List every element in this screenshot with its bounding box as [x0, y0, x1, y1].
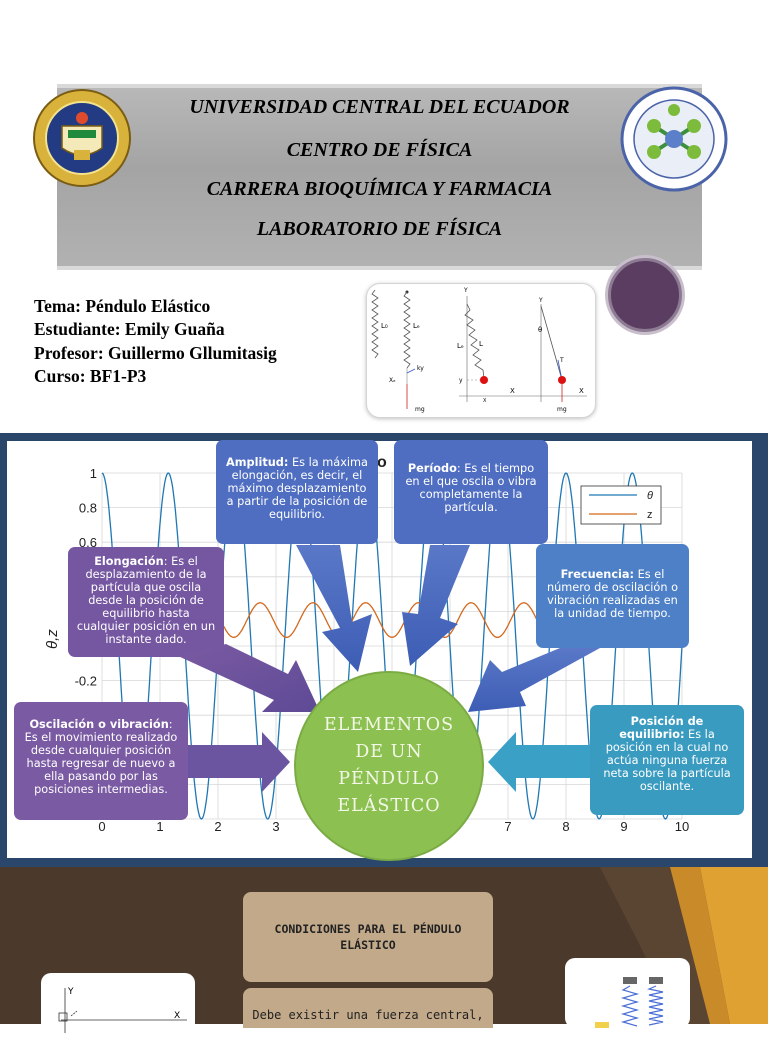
- label-l: L: [479, 340, 483, 348]
- y-tick-label: 1: [90, 466, 97, 481]
- label-mg-2: mg: [557, 406, 567, 413]
- conditions-body: Debe existir una fuerza central,: [252, 1008, 484, 1022]
- chart-ticks: 1 0.8 0.6 -0.2 0 1 2 3 7 8 9 10: [75, 466, 690, 834]
- elongacion-desc: : Es el desplazamiento de la partícula q…: [76, 555, 216, 646]
- arrow-frecuencia: [468, 648, 600, 712]
- concept-elongacion: Elongación: Es el desplazamiento de la p…: [68, 547, 224, 657]
- x-tick-label: 1: [156, 819, 163, 834]
- arrow-oscilacion: [188, 732, 290, 792]
- center-line-1: ELEMENTOS: [323, 715, 455, 735]
- pendulum-string: [540, 305, 563, 381]
- spring-equilibrium: [403, 291, 411, 369]
- concept-periodo: Período: Es el tiempo en el que oscila o…: [394, 440, 548, 544]
- conditions-title: CONDICIONES PARA EL PÉNDULO ELÁSTICO: [274, 922, 462, 952]
- spring-natural: [371, 289, 379, 359]
- arrow-amplitud: [296, 545, 372, 672]
- x-tick-label: 3: [272, 819, 279, 834]
- concept-oscilacion: Oscilación o vibración: Es el movimiento…: [14, 702, 188, 820]
- label-x-small: X: [483, 398, 487, 404]
- pendulum-diagram-card: L₀ Lₑ ky Xₑ mg Y L Lₑ y X X Y θ T mg X: [366, 283, 596, 418]
- concept-equilibrio: Posición de equilibrio: Es la posición e…: [590, 705, 744, 815]
- center-line-2: DE UN: [355, 742, 423, 762]
- arrow-equilibrio: [488, 732, 590, 792]
- amplitud-term: Amplitud:: [226, 456, 289, 469]
- chart-title-fragment: o: [377, 454, 387, 471]
- label-theta: θ: [538, 326, 542, 334]
- lab-title: LABORATORIO DE FÍSICA: [256, 218, 503, 240]
- label-le: Lₑ: [413, 322, 420, 330]
- arrow-elongacion: [178, 644, 320, 712]
- x-tick-label: 0: [98, 819, 105, 834]
- label-mg: mg: [415, 406, 425, 413]
- center-title: CENTRO DE FÍSICA: [286, 139, 473, 161]
- x-tick-label: 2: [214, 819, 221, 834]
- chemistry-faculty-logo: [620, 86, 728, 192]
- y-tick-label: 0.8: [79, 501, 97, 516]
- x-tick-label: 7: [504, 819, 511, 834]
- x-tick-label: 9: [620, 819, 627, 834]
- thumb-label-y: Y: [67, 987, 74, 997]
- decorative-purple-circle: [608, 258, 682, 332]
- bob-spring: [480, 376, 488, 384]
- y-tick-label: -0.2: [75, 674, 97, 689]
- label-le-2: Lₑ: [457, 342, 464, 350]
- pendulum-diagram: L₀ Lₑ ky Xₑ mg Y L Lₑ y X X Y θ T mg X: [371, 287, 587, 413]
- center-line-4: ELÁSTICO: [337, 796, 441, 816]
- info-profesor: Profesor: Guillermo Gllumitasig: [34, 343, 277, 363]
- label-y-pendulum: Y: [538, 297, 543, 304]
- x-tick-label: 10: [675, 819, 689, 834]
- info-estudiante: Estudiante: Emily Guaña: [34, 319, 225, 339]
- concept-frecuencia: Frecuencia: Es el número de oscilación o…: [536, 544, 689, 648]
- university-seal-logo: [33, 89, 131, 187]
- label-x-axis-2: X: [579, 387, 584, 395]
- oscilacion-term: Oscilación o vibración: [29, 718, 169, 731]
- thumb-label-x: X: [174, 1011, 180, 1021]
- label-y-axis: Y: [463, 287, 468, 294]
- label-t: T: [559, 357, 564, 364]
- label-x-axis: X: [510, 387, 515, 395]
- x-tick-label: 8: [562, 819, 569, 834]
- label-kye: ky: [417, 365, 424, 372]
- frecuencia-desc: Es el número de oscilación o vibración r…: [546, 568, 679, 620]
- label-xe: Xₑ: [389, 377, 396, 384]
- periodo-desc: : Es el tiempo en el que oscila o vibra …: [405, 462, 537, 514]
- center-concept-circle: ELEMENTOS DE UN PÉNDULO ELÁSTICO: [294, 671, 484, 861]
- career-title: CARRERA BIOQUÍMICA Y FARMACIA: [206, 178, 553, 200]
- frecuencia-term: Frecuencia:: [560, 568, 635, 581]
- info-tema: Tema: Péndulo Elástico: [34, 296, 211, 316]
- equilibrio-desc: Es la posición en la cual no actúa ningu…: [603, 728, 731, 793]
- label-l0: L₀: [381, 322, 388, 330]
- springs-thumb-card: [565, 958, 690, 1028]
- slide3-decoration: [600, 867, 768, 1024]
- chart-ylabel: θ,z: [44, 629, 61, 649]
- conditions-title-box: CONDICIONES PARA EL PÉNDULO ELÁSTICO: [243, 892, 493, 982]
- conditions-body-box: Debe existir una fuerza central,: [243, 988, 493, 1028]
- info-curso: Curso: BF1-P3: [34, 366, 147, 386]
- bob-pendulum: [558, 376, 566, 384]
- legend-z: z: [647, 509, 653, 521]
- periodo-term: Período: [407, 462, 457, 475]
- y-tick-label: 0.6: [79, 535, 97, 550]
- pendulum-thumb-card: Y X: [41, 973, 195, 1033]
- label-y-small: y: [459, 377, 463, 384]
- amplitud-desc: Es la máxima elongación, es decir, el má…: [226, 456, 368, 521]
- center-line-3: PÉNDULO: [338, 769, 440, 789]
- arrow-periodo: [402, 545, 470, 666]
- oscilacion-desc: : Es el movimiento realizado desde cualq…: [24, 718, 178, 796]
- header-band: UNIVERSIDAD CENTRAL DEL ECUADOR CENTRO D…: [57, 84, 702, 270]
- legend-theta: θ: [647, 490, 653, 502]
- spring-pendulum: [464, 303, 485, 380]
- equilibrio-term: Posición de equilibrio:: [619, 715, 704, 741]
- concept-amplitud: Amplitud: Es la máxima elongación, es de…: [216, 440, 378, 544]
- university-title: UNIVERSIDAD CENTRAL DEL ECUADOR: [189, 96, 570, 118]
- elongacion-term: Elongación: [94, 555, 164, 568]
- chart-legend: θ z: [580, 485, 662, 525]
